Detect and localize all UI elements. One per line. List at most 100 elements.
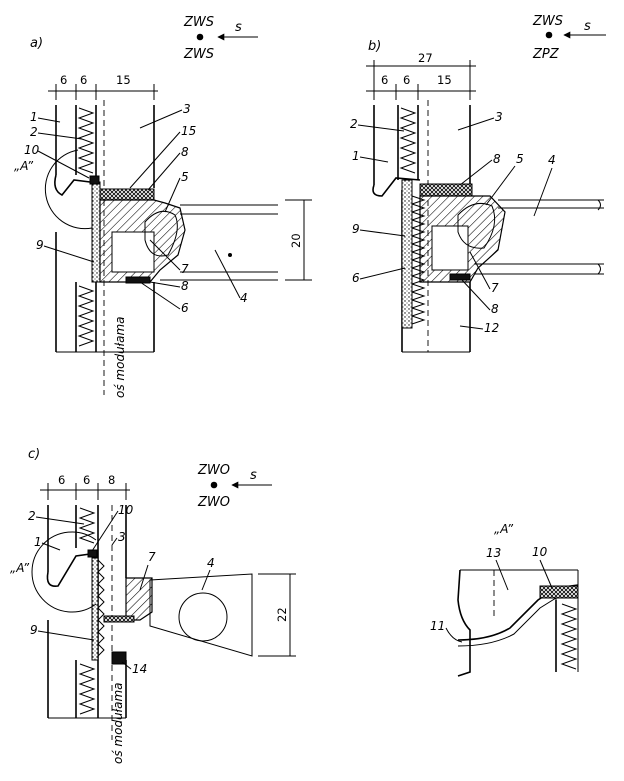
view-b-dim-2: 6 bbox=[403, 73, 410, 87]
view-b-wall-dot bbox=[545, 31, 553, 39]
view-b-panel-lip bbox=[372, 177, 421, 197]
detail-a: „A” 13 10 11 bbox=[430, 522, 579, 677]
view-c-callouts: 2 1 10 3 7 4 9 14 bbox=[28, 503, 215, 676]
view-b-sealant bbox=[401, 179, 413, 329]
view-c-detail-mark: „A” bbox=[10, 561, 30, 575]
view-a-wall-top: ZWS bbox=[183, 15, 214, 30]
callout-c-14: 14 bbox=[132, 662, 147, 676]
view-c-grout bbox=[103, 615, 135, 623]
callout-b-4: 4 bbox=[548, 153, 556, 167]
detail-a-seal-profile bbox=[457, 584, 579, 641]
view-c-height-dim: 22 bbox=[275, 607, 289, 622]
view-c-insulation-top bbox=[78, 507, 96, 544]
view-a-panel-lip bbox=[54, 174, 91, 197]
detail-a-seal-10 bbox=[539, 585, 579, 599]
view-b-dim-3: 15 bbox=[437, 73, 452, 87]
view-c-direction: s bbox=[250, 468, 257, 483]
view-c-letter: c) bbox=[28, 447, 40, 462]
callout-b-12: 12 bbox=[484, 321, 499, 335]
callout-a-10: 10 bbox=[24, 143, 40, 157]
callout-a-3: 3 bbox=[183, 102, 191, 116]
view-c-sealant bbox=[91, 557, 99, 661]
view-a-top-dims: 6 6 15 bbox=[48, 73, 158, 100]
detail-a-insulation bbox=[560, 603, 578, 670]
callout-a-15: 15 bbox=[181, 124, 196, 138]
view-b-hollow bbox=[431, 225, 469, 271]
view-a-height-dim: 20 bbox=[289, 233, 303, 248]
callout-a-8: 8 bbox=[181, 145, 189, 159]
view-c-dim-3: 8 bbox=[108, 473, 115, 487]
view-b-wall-top: ZWS bbox=[532, 14, 563, 29]
view-a-pad-6 bbox=[125, 276, 151, 284]
callout-a-2: 2 bbox=[30, 125, 38, 139]
view-c-panel-lip bbox=[46, 553, 91, 588]
callout-b-9: 9 bbox=[352, 222, 360, 236]
callout-b-3: 3 bbox=[495, 110, 503, 124]
callout-a-8b: 8 bbox=[181, 279, 189, 293]
callout-c-10: 10 bbox=[118, 503, 134, 517]
view-a-sealant bbox=[91, 181, 101, 283]
view-a-bolt-5 bbox=[144, 210, 178, 257]
detail-a-callouts: 13 10 11 bbox=[430, 545, 553, 643]
view-a-detail-mark: „A” bbox=[14, 159, 34, 173]
view-b-direction: s bbox=[584, 19, 591, 34]
view-c-beam-hole bbox=[178, 592, 228, 642]
view-a-axis-label: oś modułama bbox=[113, 316, 127, 398]
callout-c-1: 1 bbox=[34, 535, 42, 549]
callout-b-1: 1 bbox=[352, 149, 360, 163]
callout-a-6: 6 bbox=[181, 301, 189, 315]
view-a-insulation-top bbox=[77, 107, 95, 174]
view-b-top-dims: 27 6 6 15 bbox=[366, 51, 476, 100]
callout-a-9: 9 bbox=[36, 238, 44, 252]
view-c-dim-1: 6 bbox=[58, 473, 65, 487]
view-a-dim-3: 15 bbox=[116, 73, 131, 87]
callout-c-9: 9 bbox=[30, 623, 38, 637]
callout-a-1: 1 bbox=[30, 110, 38, 124]
view-a-callouts: 1 2 10 9 3 15 8 5 4 7 8 6 bbox=[24, 102, 248, 315]
callout-c-7: 7 bbox=[148, 550, 156, 564]
view-a-hollow bbox=[111, 231, 155, 273]
view-b-grout-8 bbox=[419, 183, 473, 197]
detail-a-panel bbox=[457, 569, 471, 677]
view-c: c) ZWO ZWO s 6 6 8 bbox=[10, 447, 296, 764]
view-b-total-dim: 27 bbox=[418, 51, 433, 65]
callout-b-8b: 8 bbox=[491, 302, 499, 316]
view-c-axis-label: oś modułama bbox=[111, 682, 125, 764]
view-b-insulation bbox=[399, 107, 417, 174]
view-b-callouts: 2 1 9 6 3 8 5 4 7 8 12 bbox=[350, 110, 556, 335]
view-a-dim-1: 6 bbox=[60, 73, 67, 87]
detail-a-title: „A” bbox=[494, 522, 514, 536]
view-b-bolt-5 bbox=[457, 203, 496, 249]
callout-b-2: 2 bbox=[350, 117, 358, 131]
view-b-wall-bottom: ZPZ bbox=[532, 47, 560, 62]
view-a-letter: a) bbox=[30, 36, 43, 51]
view-c-wall-bottom: ZWO bbox=[197, 495, 230, 510]
view-a-seal-10 bbox=[89, 175, 100, 185]
view-c-dim-2: 6 bbox=[83, 473, 90, 487]
callout-c-4: 4 bbox=[207, 556, 215, 570]
callout-detail-10: 10 bbox=[532, 545, 548, 559]
callout-detail-13: 13 bbox=[486, 546, 501, 560]
callout-b-5: 5 bbox=[516, 152, 524, 166]
view-a-wall-bottom: ZWS bbox=[183, 47, 214, 62]
view-b-dim-1: 6 bbox=[381, 73, 388, 87]
view-a-grout-8 bbox=[99, 188, 155, 201]
callout-b-6: 6 bbox=[352, 271, 360, 285]
view-b: b) ZWS ZPZ s 27 6 6 15 bbox=[350, 14, 606, 353]
view-c-insulation-bottom bbox=[78, 663, 96, 715]
view-c-wall-top: ZWO bbox=[197, 463, 230, 478]
view-b-pad-8 bbox=[449, 273, 471, 281]
callout-b-8: 8 bbox=[493, 152, 501, 166]
view-a-direction: s bbox=[235, 20, 242, 35]
callout-a-4: 4 bbox=[240, 291, 248, 305]
view-b-letter: b) bbox=[368, 39, 381, 54]
view-c-wall-dot bbox=[210, 481, 218, 489]
callout-c-3: 3 bbox=[118, 530, 126, 544]
callout-detail-11: 11 bbox=[430, 619, 445, 633]
view-c-detail-circle bbox=[31, 531, 97, 613]
view-a: a) ZWS ZWS s 6 6 15 bbox=[14, 15, 312, 398]
view-c-top-dims: 6 6 8 bbox=[40, 473, 130, 500]
callout-a-7: 7 bbox=[181, 262, 189, 276]
view-c-beam bbox=[149, 573, 253, 657]
